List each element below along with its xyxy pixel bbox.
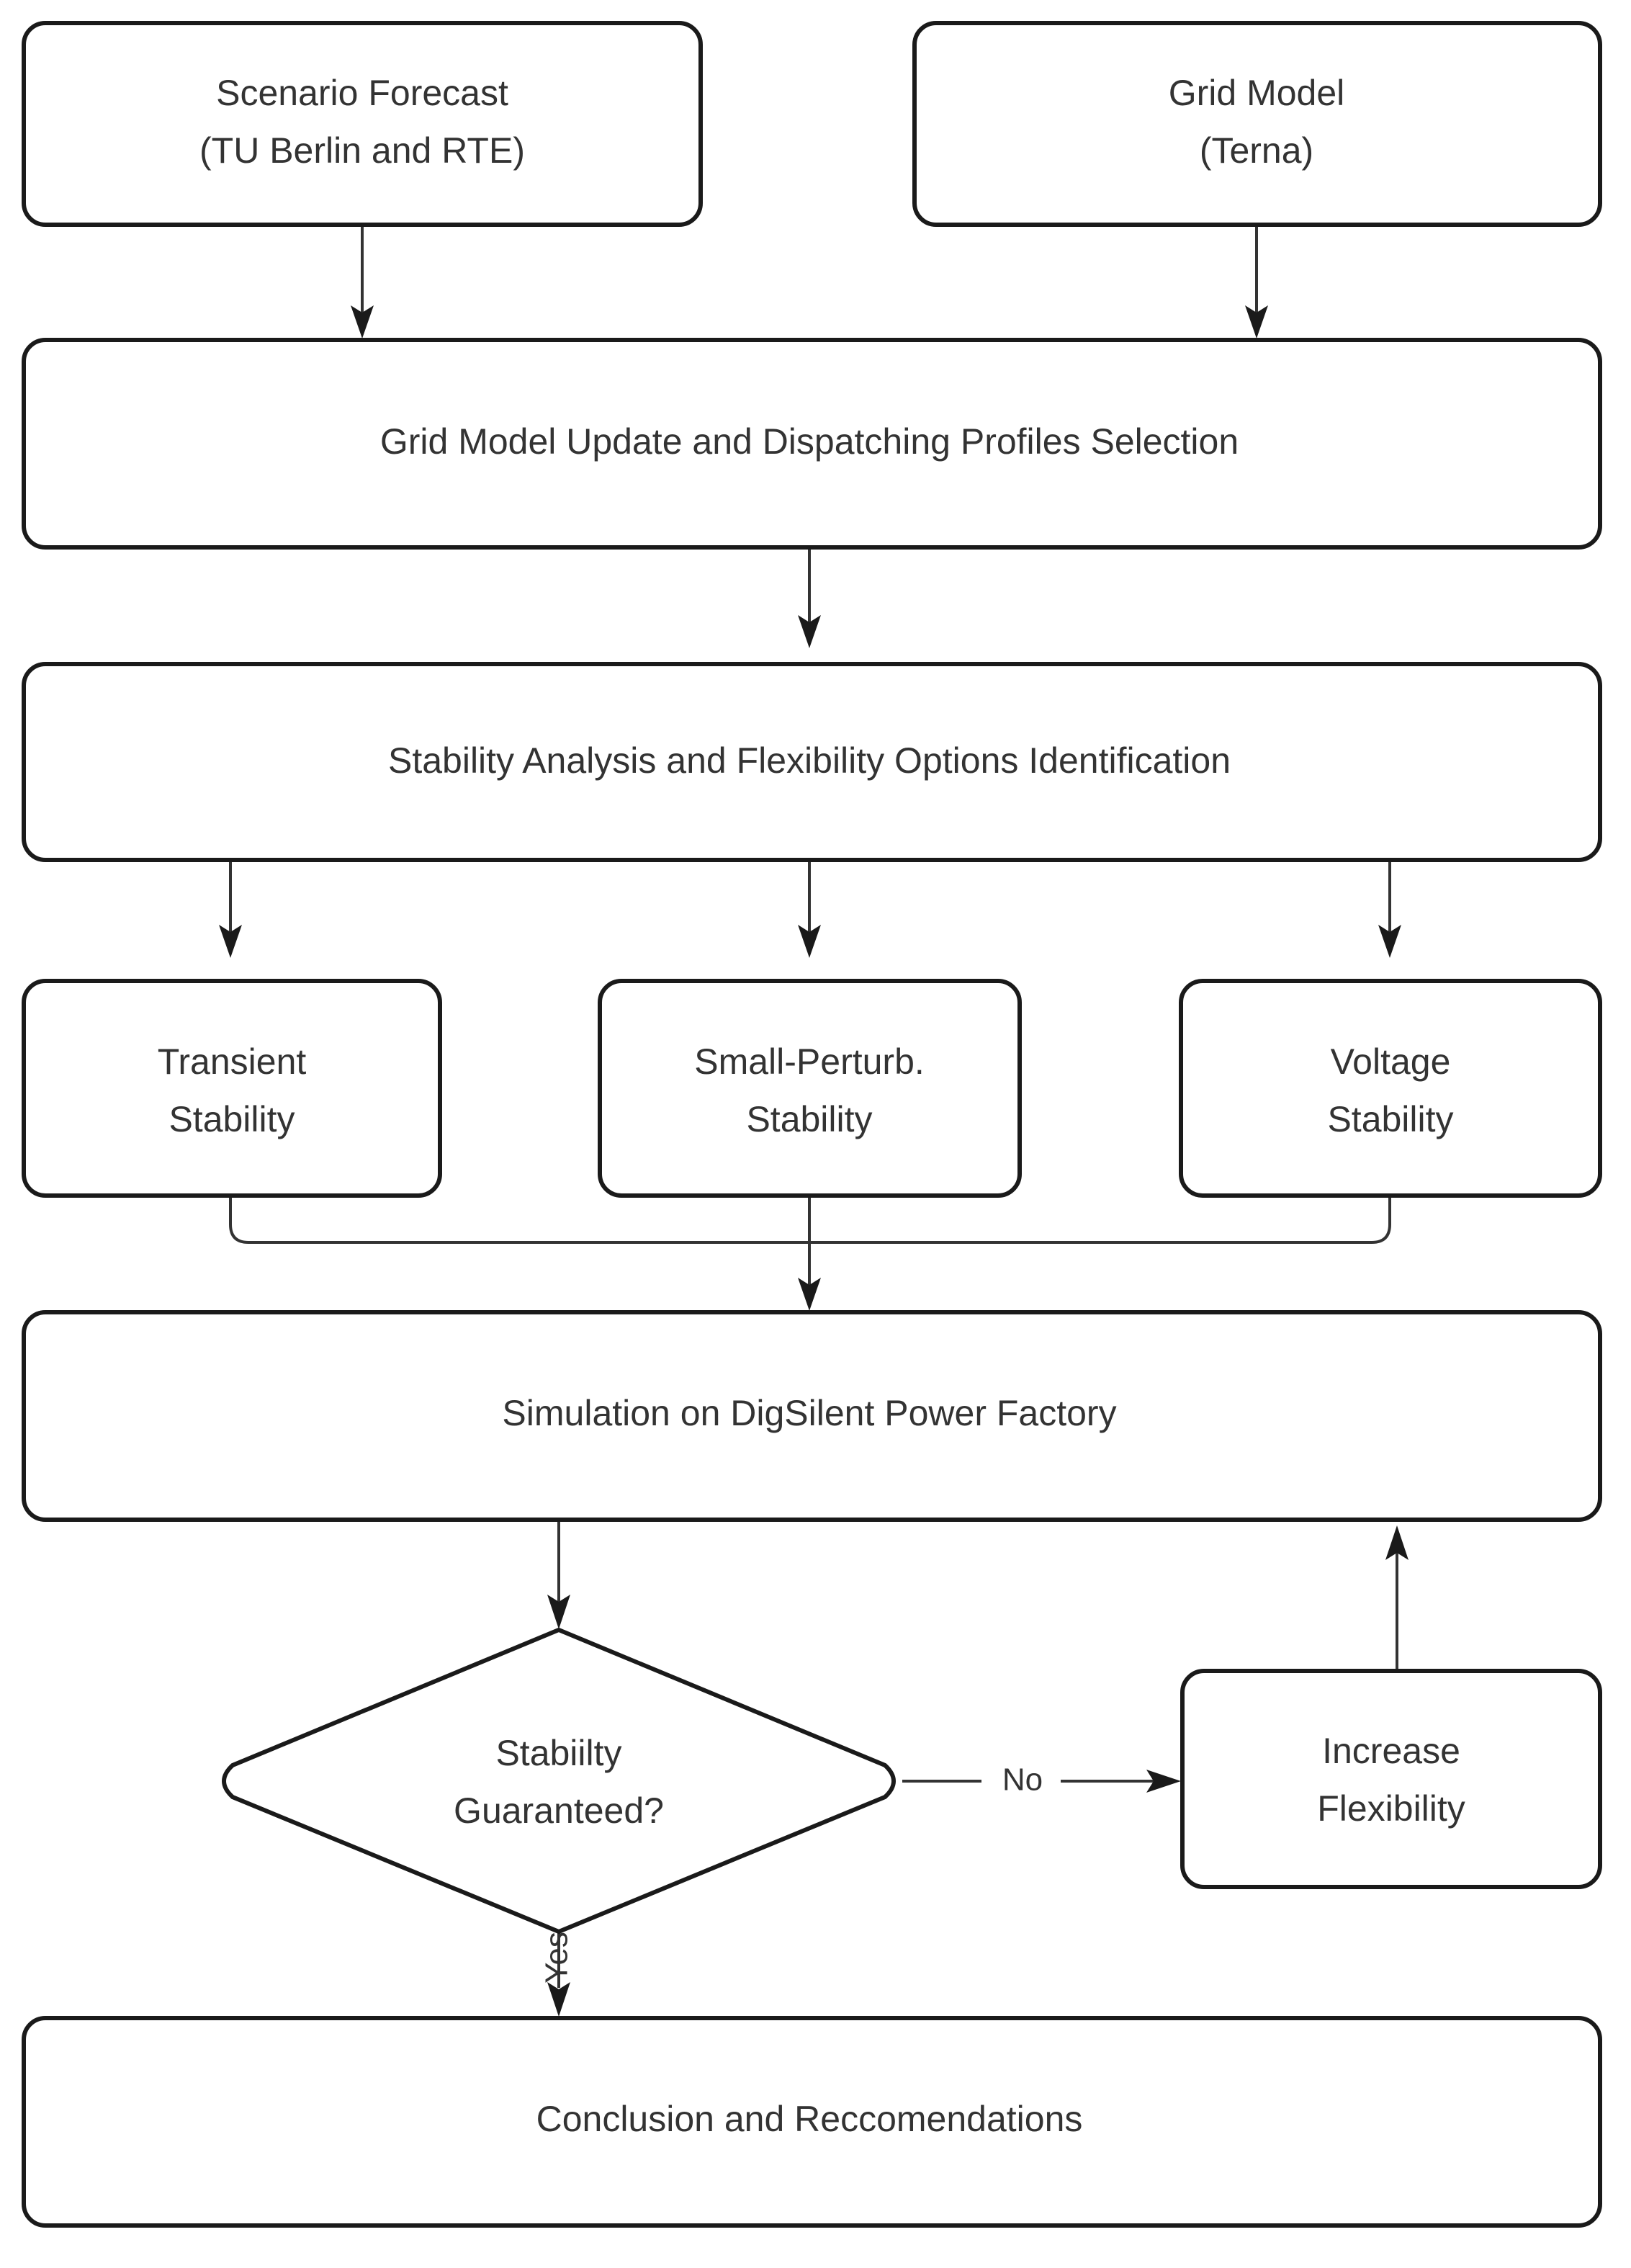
node-transient-stability-line2: Stability <box>169 1099 295 1139</box>
node-decision-line1: Stabiilty <box>495 1733 621 1773</box>
node-small-perturb-stability[interactable]: Small-Perturb. Stability <box>598 979 1022 1198</box>
node-increase-flexibility[interactable]: Increase Flexibility <box>1180 1669 1602 1889</box>
node-increase-flexibility-line2: Flexibility <box>1317 1788 1465 1829</box>
node-increase-flexibility-box[interactable] <box>1180 1669 1602 1889</box>
edge-update-to-analysis <box>798 547 821 648</box>
node-transient-stability-box[interactable] <box>22 979 442 1198</box>
node-increase-flexibility-line1: Increase <box>1322 1731 1460 1771</box>
edge-analysis-to-small <box>798 861 821 958</box>
node-small-perturb-stability-line1: Small-Perturb. <box>694 1041 925 1082</box>
node-grid-model-line1: Grid Model <box>1169 73 1345 113</box>
node-voltage-stability-line2: Stability <box>1327 1099 1453 1139</box>
node-grid-model[interactable]: Grid Model (Terna) <box>912 21 1602 227</box>
node-stability-analysis[interactable]: Stability Analysis and Flexibility Optio… <box>22 662 1602 862</box>
edge-label-no: No <box>1002 1762 1043 1798</box>
node-grid-model-box[interactable] <box>912 21 1602 227</box>
node-conclusion-box[interactable] <box>22 2016 1602 2228</box>
edge-decision-to-conclusion: Yes <box>539 1932 575 2017</box>
node-decision-stability-guaranteed[interactable]: Stabiilty Guaranteed? <box>222 1627 896 1935</box>
node-grid-model-line2: (Terna) <box>1200 130 1313 171</box>
edge-analysis-to-voltage <box>1378 861 1401 958</box>
node-grid-model-update-box[interactable] <box>22 338 1602 550</box>
node-voltage-stability-box[interactable] <box>1179 979 1602 1198</box>
edge-scenario-to-update <box>351 225 374 339</box>
node-scenario-forecast-line1: Scenario Forecast <box>216 73 508 113</box>
edge-decision-to-increase: No <box>902 1762 1181 1798</box>
node-voltage-stability[interactable]: Voltage Stability <box>1179 979 1602 1198</box>
node-stability-analysis-box[interactable] <box>22 662 1602 862</box>
node-scenario-forecast[interactable]: Scenario Forecast (TU Berlin and RTE) <box>22 21 703 227</box>
node-conclusion-label: Conclusion and Reccomendations <box>536 2099 1083 2139</box>
edge-increase-to-simulation <box>1385 1525 1408 1669</box>
node-stability-analysis-label: Stability Analysis and Flexibility Optio… <box>388 740 1231 781</box>
node-transient-stability-line1: Transient <box>158 1041 307 1082</box>
node-simulation-label: Simulation on DigSilent Power Factory <box>502 1393 1116 1433</box>
node-simulation-box[interactable] <box>22 1310 1602 1522</box>
edge-label-yes: Yes <box>539 1932 575 1984</box>
node-small-perturb-stability-line2: Stability <box>746 1099 872 1139</box>
node-grid-model-update-label: Grid Model Update and Dispatching Profil… <box>380 421 1239 462</box>
edge-gridmodel-to-update <box>1245 225 1268 339</box>
node-scenario-forecast-box[interactable] <box>22 21 703 227</box>
node-small-perturb-stability-box[interactable] <box>598 979 1022 1198</box>
node-grid-model-update[interactable]: Grid Model Update and Dispatching Profil… <box>22 338 1602 550</box>
node-conclusion[interactable]: Conclusion and Reccomendations <box>22 2016 1602 2228</box>
node-decision-diamond[interactable] <box>222 1627 896 1935</box>
node-voltage-stability-line1: Voltage <box>1331 1041 1451 1082</box>
edge-stability-merge-to-simulation <box>229 1196 1391 1311</box>
node-simulation[interactable]: Simulation on DigSilent Power Factory <box>22 1310 1602 1522</box>
node-decision-line2: Guaranteed? <box>454 1790 664 1831</box>
edge-simulation-to-decision <box>547 1520 570 1629</box>
node-scenario-forecast-line2: (TU Berlin and RTE) <box>199 130 525 171</box>
edge-analysis-to-transient <box>219 861 242 958</box>
node-transient-stability[interactable]: Transient Stability <box>22 979 442 1198</box>
